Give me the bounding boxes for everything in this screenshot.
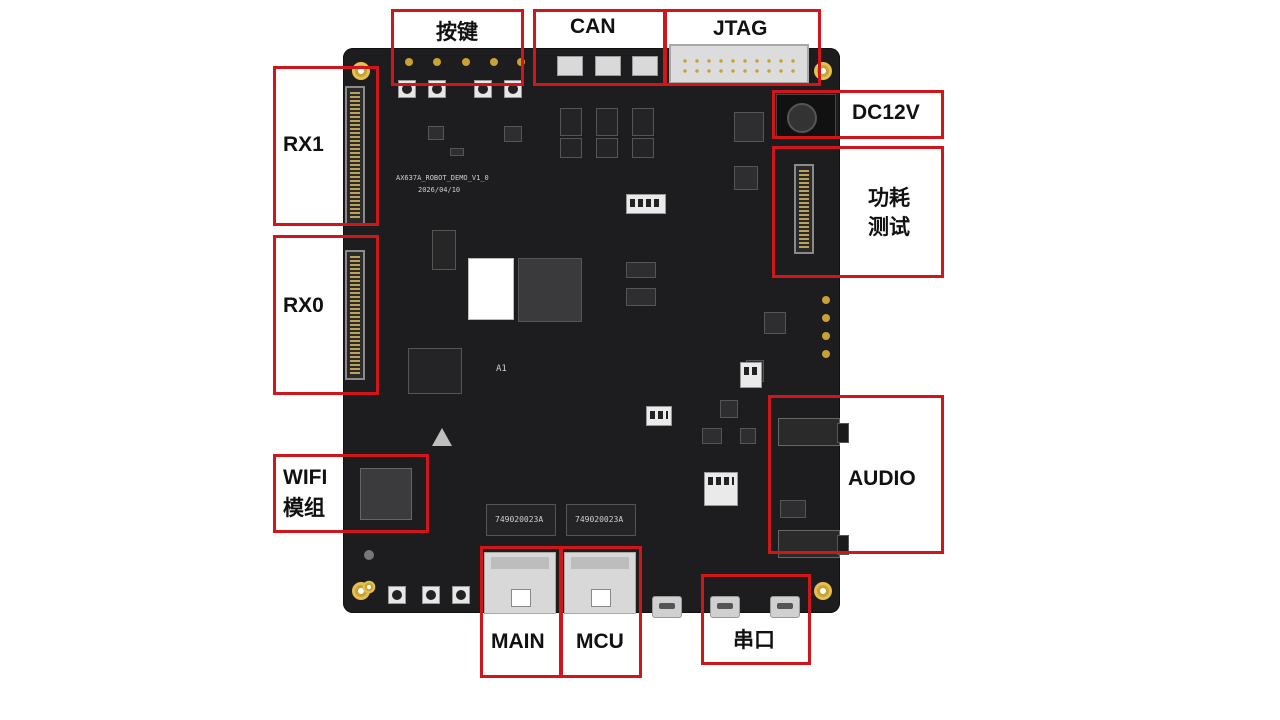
test-pad bbox=[822, 314, 830, 322]
can-transceiver-chip bbox=[560, 108, 582, 136]
label-jtag: JTAG bbox=[713, 17, 768, 40]
test-pad bbox=[822, 332, 830, 340]
test-pad bbox=[822, 296, 830, 304]
ic bbox=[626, 262, 656, 278]
ethernet-magnetics-main: 749020023A bbox=[486, 504, 556, 536]
can-transceiver-chip bbox=[596, 108, 618, 136]
dc-power-jack bbox=[776, 94, 836, 138]
uart-usb-port-2 bbox=[770, 596, 800, 618]
label-main: MAIN bbox=[491, 630, 545, 653]
ic bbox=[720, 400, 738, 418]
callout-mcu bbox=[560, 546, 642, 678]
can-connector bbox=[595, 56, 621, 76]
esd-warning-icon bbox=[432, 428, 452, 446]
label-rx1: RX1 bbox=[283, 133, 324, 156]
label-power-test-line2: 测试 bbox=[868, 215, 910, 239]
label-dc12v: DC12V bbox=[852, 101, 920, 124]
test-pad bbox=[822, 350, 830, 358]
memory-chip bbox=[408, 348, 462, 394]
can-connector bbox=[632, 56, 658, 76]
dip-switch bbox=[704, 472, 738, 506]
dip-switch bbox=[740, 362, 762, 388]
can-connector bbox=[557, 56, 583, 76]
label-audio: AUDIO bbox=[848, 467, 916, 490]
can-transceiver-chip bbox=[632, 138, 654, 158]
wifi-module-chip bbox=[360, 468, 412, 520]
antenna-connector bbox=[364, 550, 374, 560]
ic bbox=[702, 428, 722, 444]
callout-jtag bbox=[664, 9, 821, 86]
rj45-port-main bbox=[484, 552, 556, 614]
label-wifi-line2: 模组 bbox=[283, 496, 325, 520]
magnetics-part-number: 749020023A bbox=[575, 515, 624, 524]
header-pin bbox=[433, 58, 441, 66]
callout-buttons bbox=[391, 9, 524, 86]
designator-a1: A1 bbox=[496, 364, 507, 374]
main-soc bbox=[518, 258, 582, 322]
header-pin bbox=[462, 58, 470, 66]
magnetics-part-number: 749020023A bbox=[495, 515, 544, 524]
ic bbox=[428, 126, 444, 140]
callout-wifi bbox=[273, 454, 429, 533]
can-transceiver-chip bbox=[560, 138, 582, 158]
dip-switch bbox=[626, 194, 666, 214]
label-uart: 串口 bbox=[733, 628, 775, 652]
audio-codec bbox=[780, 500, 806, 518]
audio-out-jack bbox=[778, 418, 849, 446]
inductor bbox=[734, 112, 764, 142]
callout-rx1 bbox=[273, 66, 379, 226]
label-mcu: MCU bbox=[576, 630, 624, 653]
callout-main bbox=[480, 546, 562, 678]
label-power-test-line1: 功耗 bbox=[868, 186, 910, 210]
callout-dc12v bbox=[772, 90, 944, 139]
label-wifi-line1: WIFI bbox=[283, 466, 328, 489]
mounting-hole-bottom-right bbox=[814, 582, 832, 600]
push-button bbox=[388, 586, 406, 604]
rx0-fpc-connector bbox=[345, 250, 365, 380]
callout-power-test bbox=[772, 146, 944, 278]
label-buttons: 按键 bbox=[436, 20, 478, 44]
uart-usb-port-1 bbox=[710, 596, 740, 618]
board-date-silkscreen: 2026/04/10 bbox=[418, 186, 461, 194]
label-rx0: RX0 bbox=[283, 294, 324, 317]
label-can: CAN bbox=[570, 15, 616, 38]
ic bbox=[432, 230, 456, 270]
rx1-fpc-connector bbox=[345, 86, 365, 226]
can-transceiver-chip bbox=[596, 138, 618, 158]
inductor bbox=[734, 166, 758, 190]
ic bbox=[626, 288, 656, 306]
rj45-port-mcu bbox=[564, 552, 636, 614]
shield-can bbox=[468, 258, 514, 320]
board-name-silkscreen: AX637A_ROBOT_DEMO_V1_0 bbox=[396, 174, 489, 182]
push-button bbox=[422, 586, 440, 604]
header-pin bbox=[490, 58, 498, 66]
micro-usb-port bbox=[652, 596, 682, 618]
ic bbox=[450, 148, 464, 156]
callout-uart bbox=[701, 574, 811, 665]
push-button bbox=[452, 586, 470, 604]
dip-switch bbox=[646, 406, 672, 426]
callout-audio bbox=[768, 395, 944, 554]
ic bbox=[504, 126, 522, 142]
header-pin bbox=[405, 58, 413, 66]
ic bbox=[764, 312, 786, 334]
ethernet-magnetics-mcu: 749020023A bbox=[566, 504, 636, 536]
mounting-hole-mid-left bbox=[362, 580, 376, 594]
ic bbox=[740, 428, 756, 444]
power-test-connector bbox=[794, 164, 814, 254]
callout-rx0 bbox=[273, 235, 379, 395]
can-transceiver-chip bbox=[632, 108, 654, 136]
